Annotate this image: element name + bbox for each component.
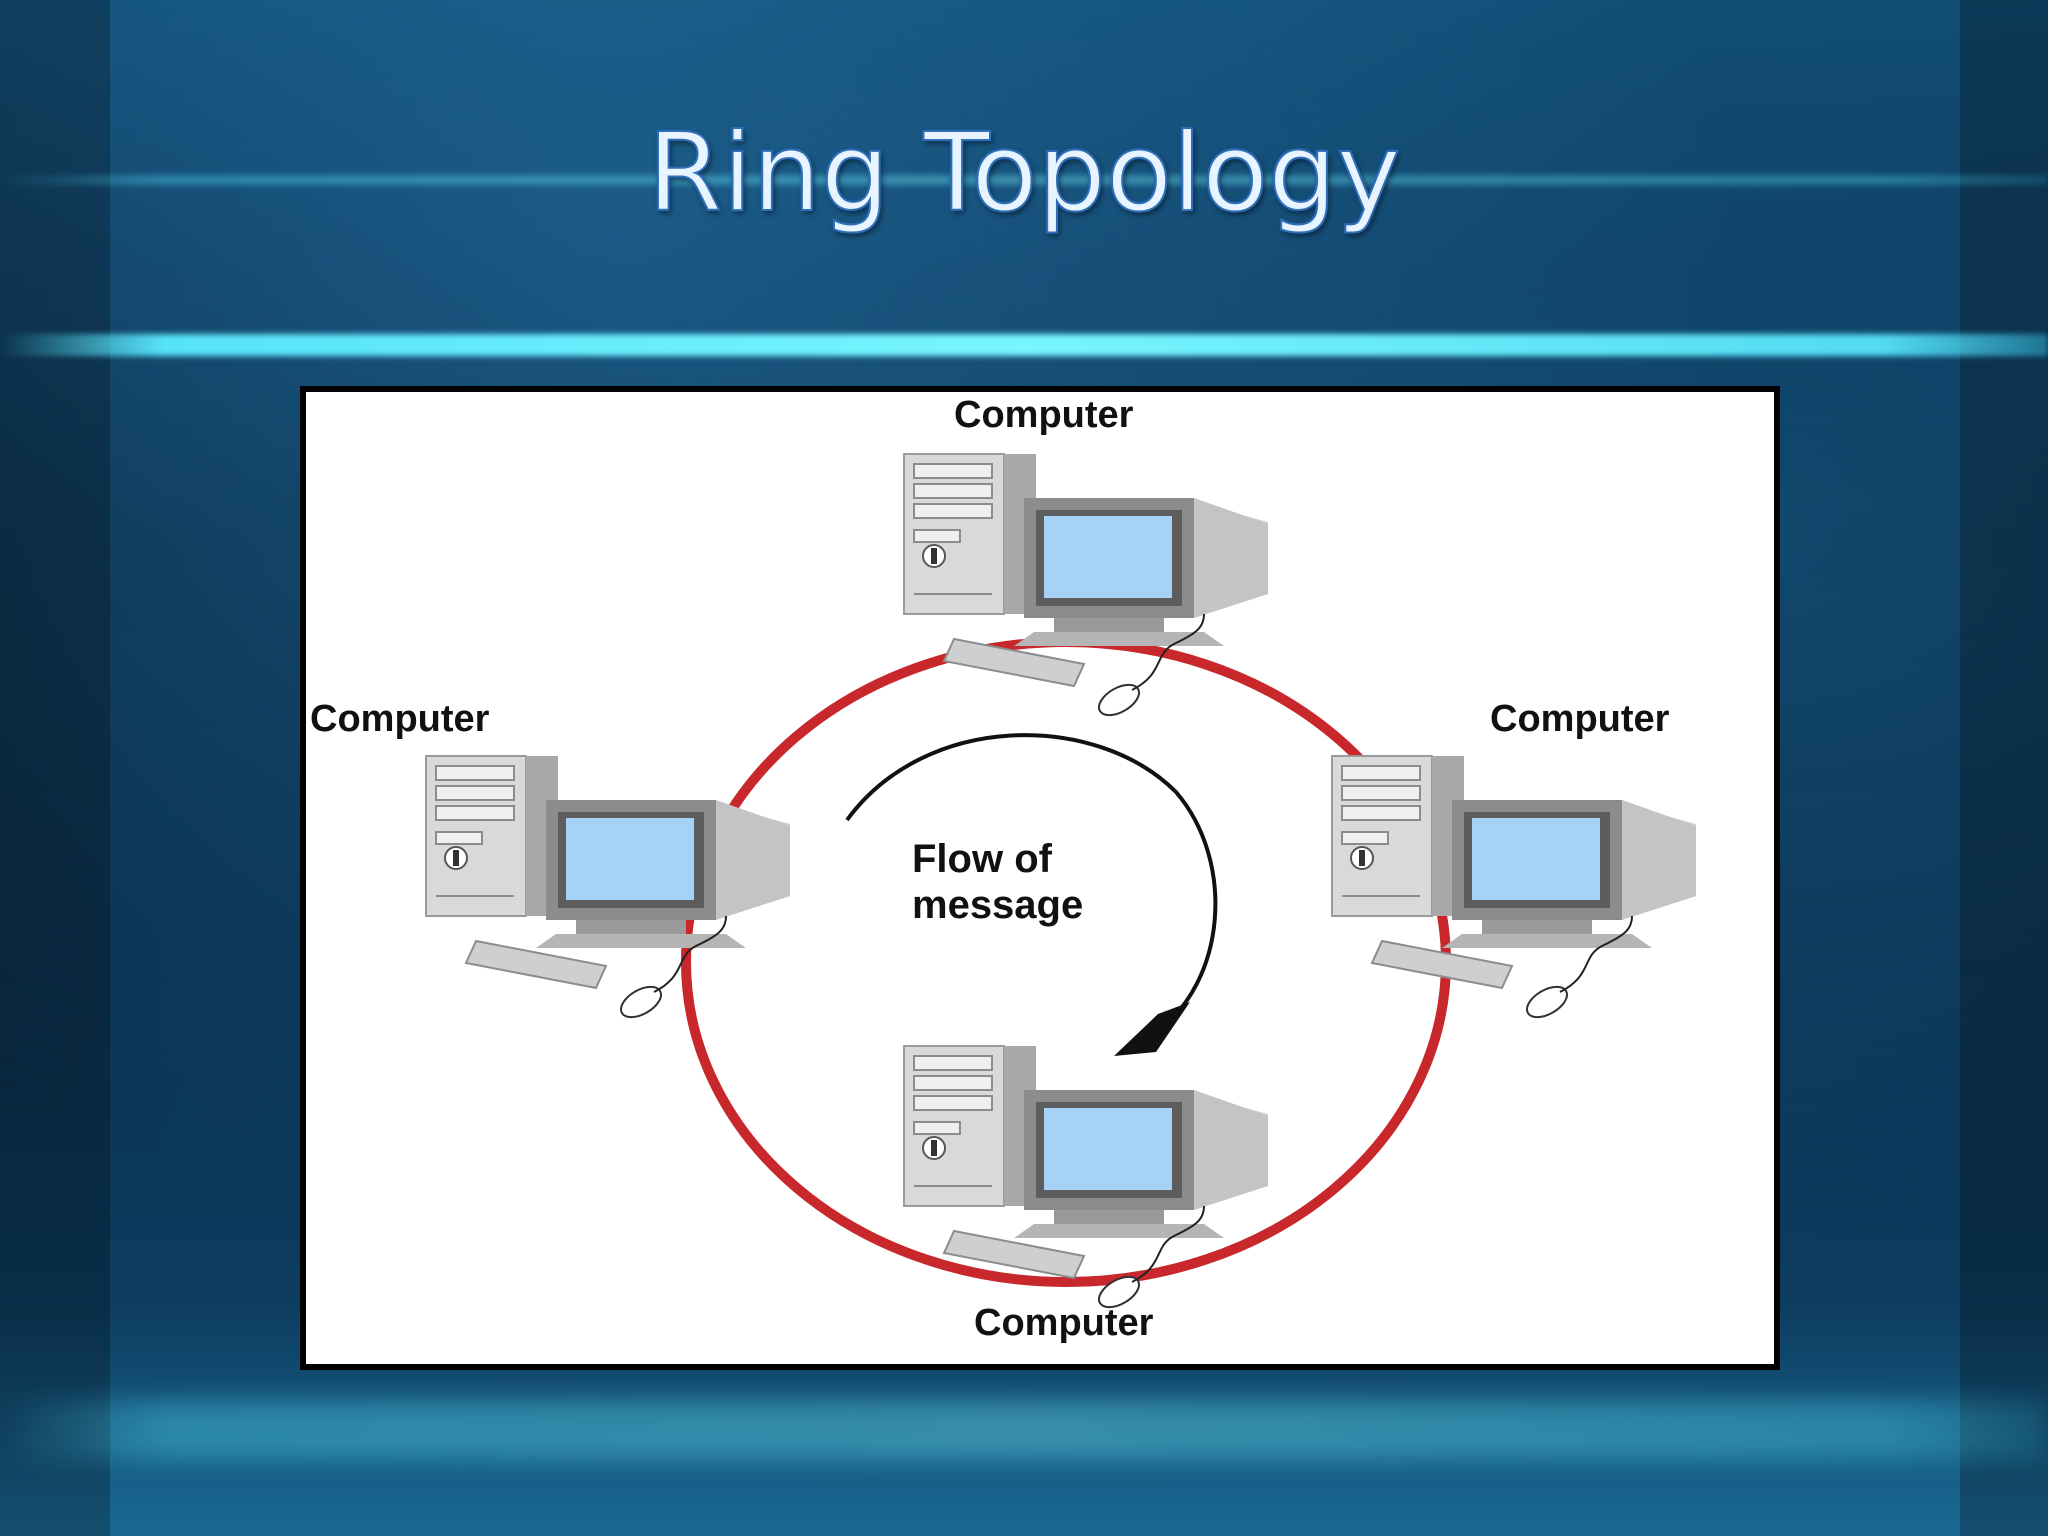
ring-topology-diagram: Computer Computer Computer Computer Flow… (306, 392, 1774, 1364)
diagram-frame: Computer Computer Computer Computer Flow… (300, 386, 1780, 1370)
computer-label-left: Computer (310, 698, 489, 741)
flow-label-line1: Flow of (912, 836, 1083, 882)
computer-label-top: Computer (954, 394, 1133, 437)
computer-top (904, 454, 1268, 721)
light-streak-bottom (0, 1400, 2048, 1460)
computer-label-right: Computer (1490, 698, 1669, 741)
light-streak-main (0, 334, 2048, 356)
flow-label: Flow of message (912, 836, 1083, 928)
computer-right (1332, 756, 1696, 1023)
slide-title: Ring Topology (0, 104, 2048, 244)
flow-label-line2: message (912, 882, 1083, 928)
computer-label-bottom: Computer (974, 1302, 1153, 1345)
flow-arrowhead (1114, 1002, 1190, 1056)
